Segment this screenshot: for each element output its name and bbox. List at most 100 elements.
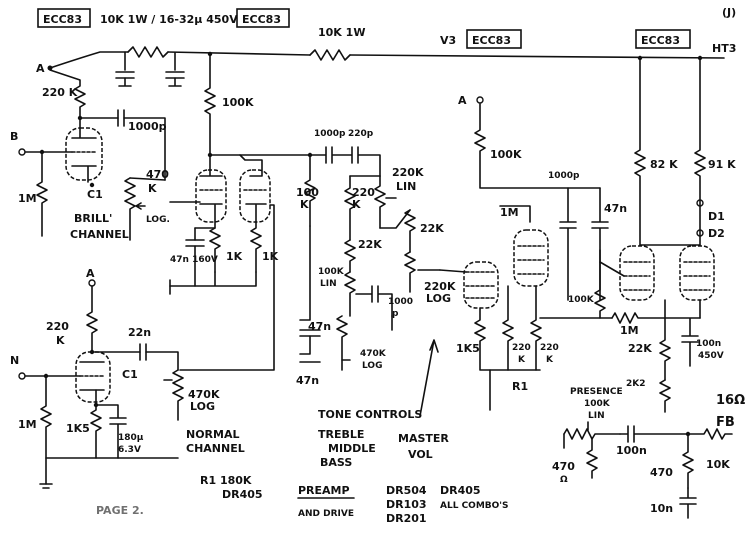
r-1k5-v3: 1K5 <box>456 342 480 355</box>
r-220k-n-k: K <box>56 334 65 347</box>
v3-label: V3 <box>440 34 456 47</box>
header-labels: ECC83 10K 1W / 16-32µ 450V ECC83 10K 1W … <box>37 6 736 55</box>
fb-num: 16Ω <box>716 393 745 408</box>
r-220k-v3b-k: K <box>546 355 554 365</box>
dr405-b-note: DR405 <box>440 484 481 497</box>
v1-mixer-stage: 47n 160V 1K 1K <box>169 152 311 371</box>
middle-label: MIDDLE <box>328 442 376 455</box>
c-1000p-brill: 1000p <box>128 120 167 133</box>
r-100k-a: 100K <box>222 96 254 109</box>
c-1000p-tone: 1000p <box>314 129 346 139</box>
c-10n: 10n <box>650 502 673 515</box>
normal-channel-label-2: CHANNEL <box>186 442 245 455</box>
r-100k-tone-k: K <box>300 198 309 211</box>
c-47n-160v: 47n 160V <box>170 255 218 265</box>
presence-value: 100K <box>584 399 611 409</box>
pot-220k-lin: 220K <box>392 166 424 179</box>
node-a-left: A <box>86 267 95 280</box>
r-1k-b: 1K <box>262 250 279 263</box>
presence-label: PRESENCE <box>570 387 623 397</box>
tube-v3a <box>463 261 499 309</box>
page-corner-mark: (J) <box>722 6 736 19</box>
pot-470k-brill-k: K <box>148 182 157 195</box>
r-10k-fb: 10K <box>706 458 730 471</box>
c-100n-pi: 100n <box>696 339 721 349</box>
r-22k-pi: 22K <box>628 342 652 355</box>
presence-feedback: PRESENCE 100K LIN 470 Ω 100n 470 10n 10K… <box>552 387 745 519</box>
tone-controls-label: TONE CONTROLS <box>318 408 422 421</box>
pot-470k-bass: 470K <box>360 349 387 359</box>
r-100k-tone: 100 <box>296 186 319 199</box>
ht-supply-rail: A 100K 82 K 91 K D1 D2 <box>36 46 736 246</box>
tube-label-box-left2 <box>236 8 290 28</box>
pot-220k-log-unit: LOG <box>426 292 451 305</box>
r-220k-n: 220 <box>46 320 69 333</box>
brill-channel-label-2: CHANNEL <box>70 228 129 241</box>
tube-label-v3: ECC83 <box>472 34 511 47</box>
master-label: MASTER <box>398 432 449 445</box>
tube-v4a <box>619 245 655 301</box>
pot-470k-brill-log: LOG. <box>146 215 170 225</box>
tube-label-box-right <box>635 29 691 49</box>
pot-100k-lin-unit: LIN <box>320 279 337 289</box>
tube-v3b <box>513 229 549 287</box>
r-91k: 91 K <box>708 158 736 171</box>
treble-label: TREBLE <box>318 428 364 441</box>
tone-stack: 1000p 220p 100 K 220 K 220K LIN 22K 100K… <box>296 129 456 387</box>
dr504-note: DR504 <box>386 484 427 497</box>
tube-v2a <box>75 351 111 403</box>
presence-unit: LIN <box>588 411 605 421</box>
c-100n-pi-v: 450V <box>698 351 724 361</box>
r-220k-v3a-k: K <box>518 355 526 365</box>
node-r1: R1 <box>512 380 528 393</box>
r-1m-brill: 1M <box>18 192 37 205</box>
node-a-top: A <box>36 62 45 75</box>
node-n-input: N <box>10 354 19 367</box>
tube-v1b <box>195 169 227 223</box>
node-a-mid: A <box>458 94 467 107</box>
r-220k-v3b: 220 <box>540 343 559 353</box>
c-220p-tone: 220p <box>348 129 374 139</box>
tube-label-right: ECC83 <box>641 34 680 47</box>
c-47n-low: 47n <box>296 374 319 387</box>
c-1000p-mid: 1000 <box>388 297 413 307</box>
tube-label-left: ECC83 <box>43 13 82 26</box>
node-d2: D2 <box>708 227 725 240</box>
tube-v1a <box>65 127 103 181</box>
r-2k2: 2K2 <box>626 379 646 389</box>
pot-470k-normal-log: LOG <box>190 400 215 413</box>
c-22n: 22n <box>128 326 151 339</box>
pot-220k-log: 220K <box>424 280 456 293</box>
r-470-right: 470 <box>650 466 673 479</box>
r-1m-v3: 1M <box>500 206 519 219</box>
r-22k-tone: 22K <box>358 238 382 251</box>
tube-label-box-left <box>37 8 91 28</box>
r-470-left-ohm: Ω <box>560 475 568 485</box>
c-1000p-v3: 1000p <box>548 171 580 181</box>
pot-470k-brill: 470 <box>146 168 169 181</box>
r-1m-n: 1M <box>18 418 37 431</box>
supply-resistor-label-2: 10K 1W <box>318 26 365 39</box>
r-1k5-n: 1K5 <box>66 422 90 435</box>
c-47n-tone: 47n <box>308 320 331 333</box>
tube-v4b <box>679 245 715 301</box>
fb-label: FB <box>716 415 735 430</box>
tube-v1c <box>239 169 271 223</box>
tube-label-box-v3 <box>466 29 522 49</box>
r-100k-v3: 100K <box>490 148 522 161</box>
r-22k-right: 22K <box>420 222 444 235</box>
c-100n-presence: 100n <box>616 444 647 457</box>
brill-channel-label-1: BRILL' <box>74 212 112 225</box>
c-47n-v3: 47n <box>604 202 627 215</box>
vol-label: VOL <box>408 448 433 461</box>
r-220k-v3a: 220 <box>512 343 531 353</box>
node-c1-bottom: C1 <box>122 368 138 381</box>
pot-220k-lin-unit: LIN <box>396 180 416 193</box>
ht-label: HT3 <box>712 42 736 55</box>
r-470-left: 470 <box>552 460 575 473</box>
pot-100k-lin: 100K <box>318 267 345 277</box>
page-number-note: PAGE 2. <box>96 504 144 517</box>
c-180u: 180µ <box>118 433 144 443</box>
brilliant-channel-stage: 220 K 1000p B 1M C1 BRILL' CHANNEL 470 K… <box>10 69 170 241</box>
